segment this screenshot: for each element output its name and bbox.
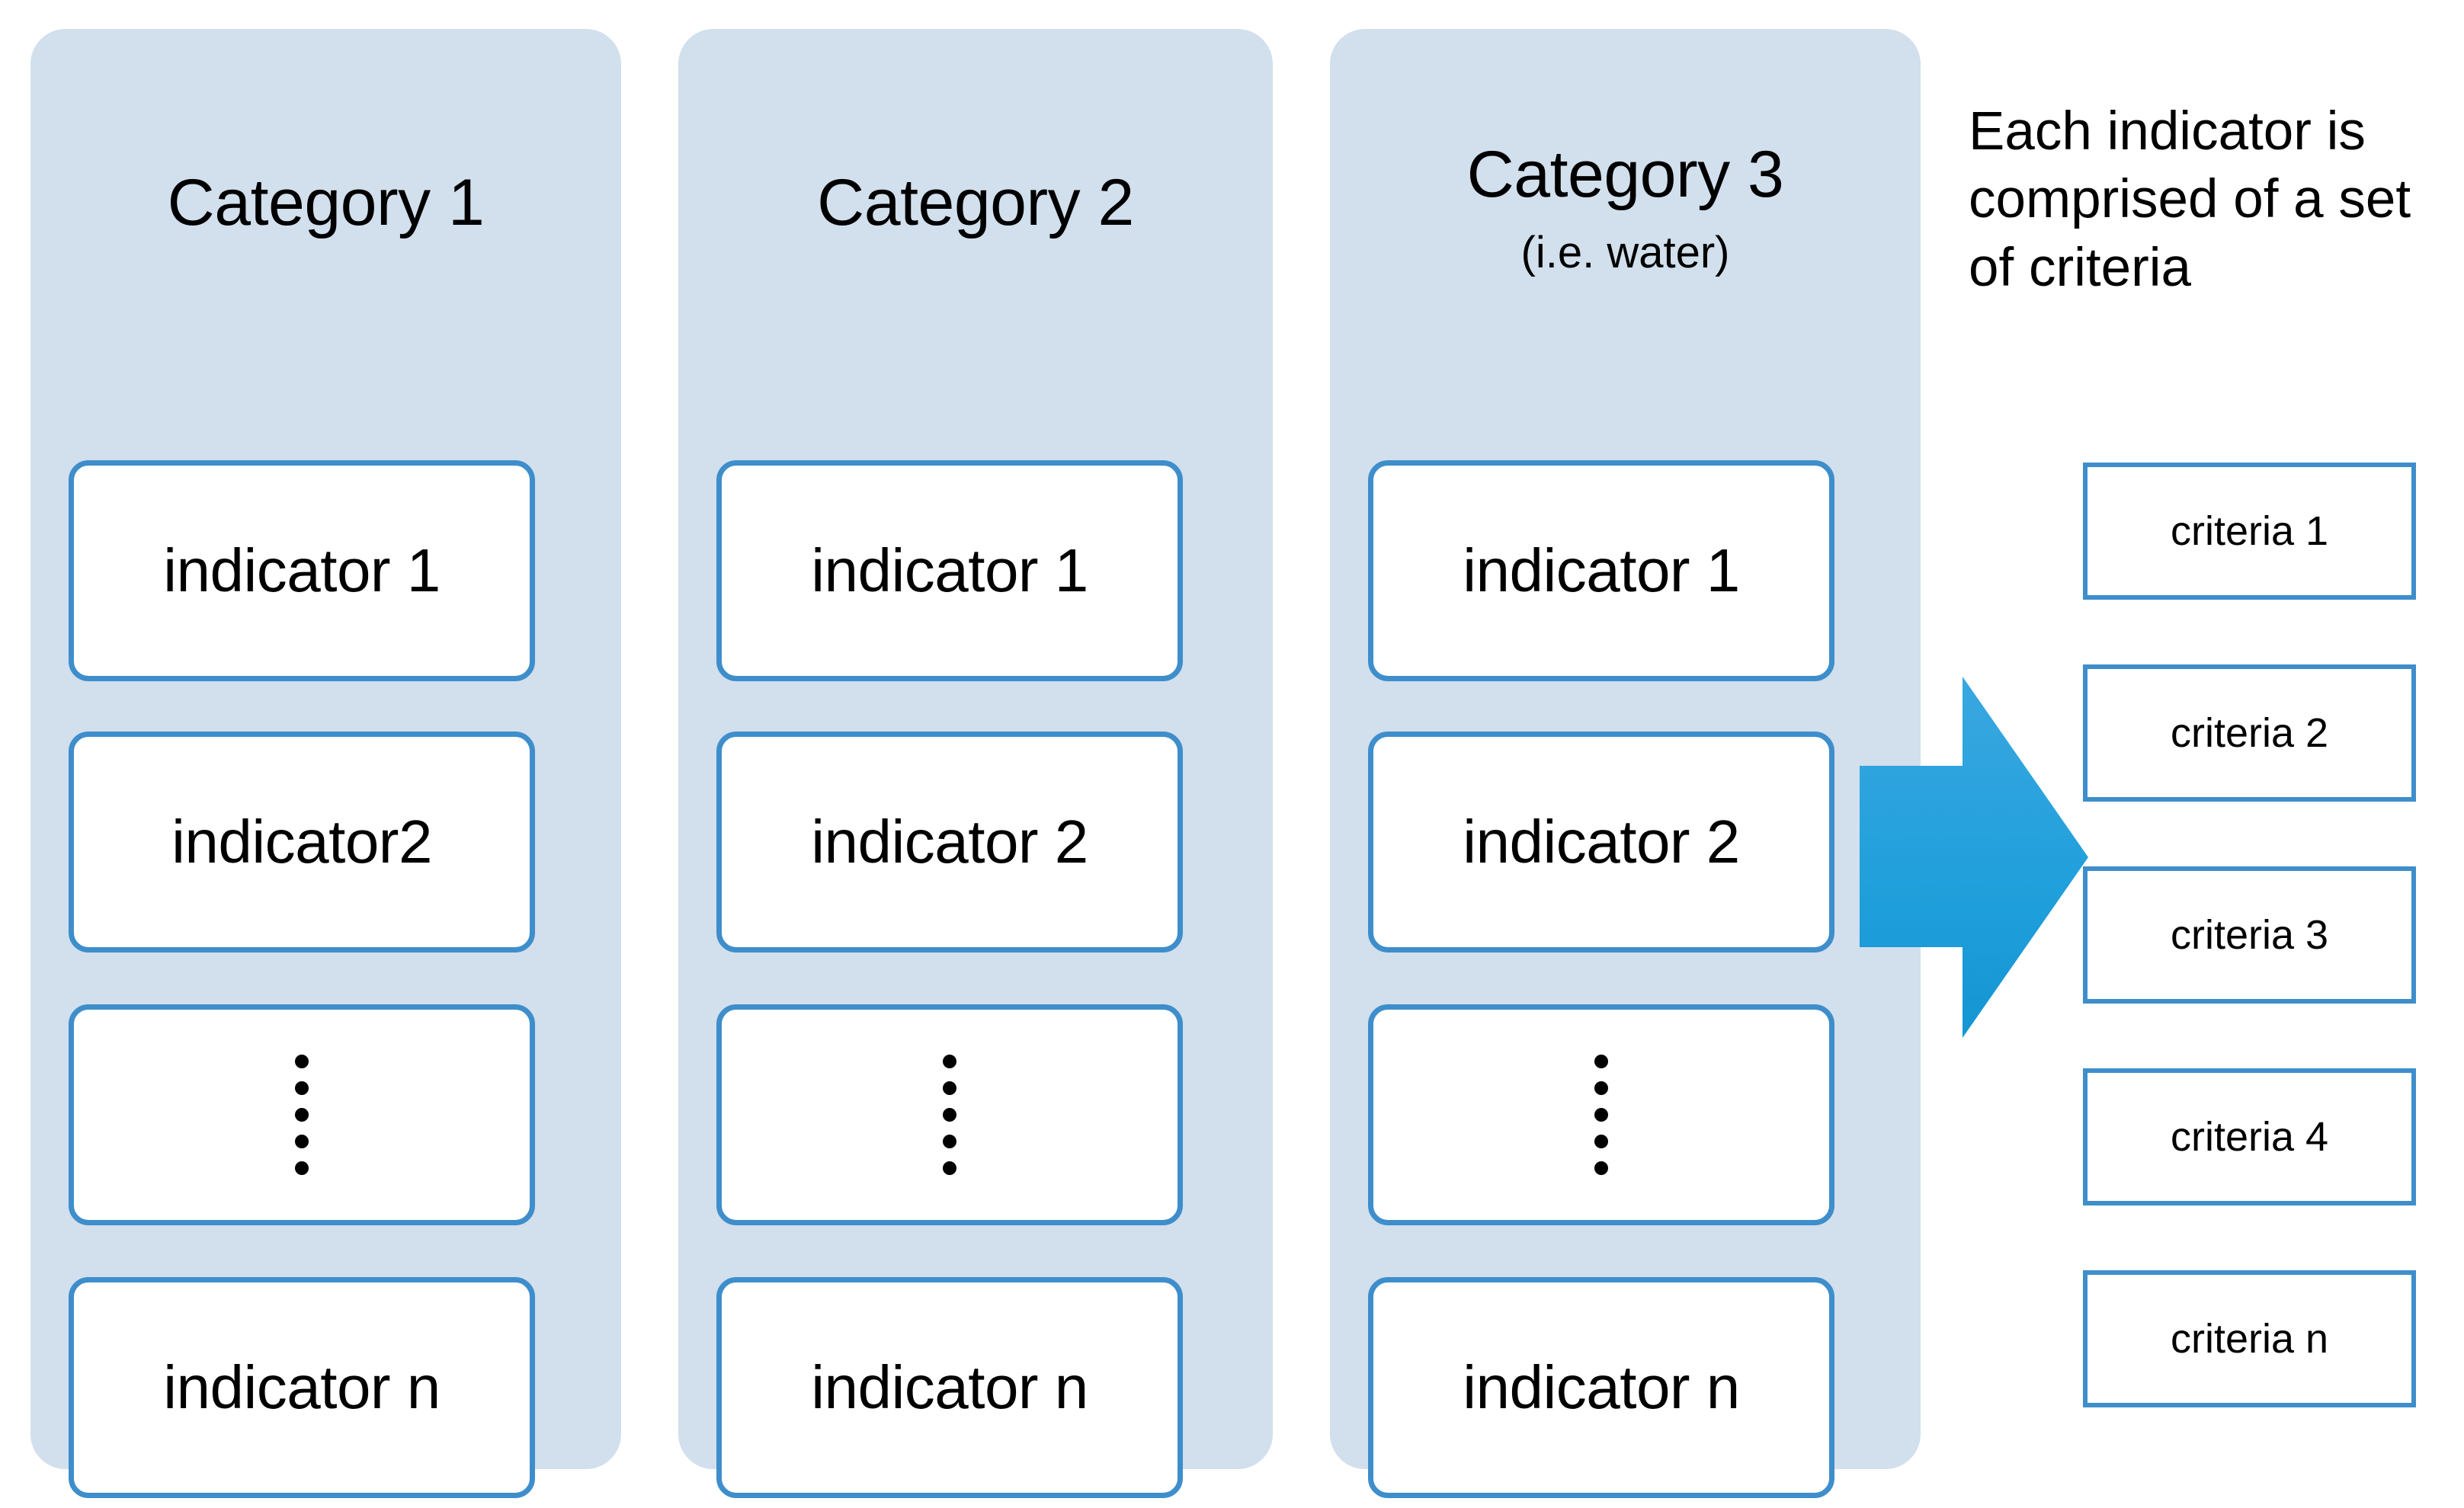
indicator-label-3-2: indicator 2 — [1463, 808, 1740, 876]
category-title-3: Category 3 — [1466, 138, 1784, 211]
category-panel-1: Category 1 indicator 1 indicator2 indica… — [30, 29, 621, 1498]
indicator-box-3-ellipsis — [1368, 1004, 1834, 1225]
indicator-box-3-1: indicator 1 — [1368, 460, 1834, 681]
criteria-box-3: criteria 3 — [2083, 866, 2416, 1004]
indicator-box-2-2: indicator 2 — [716, 732, 1183, 953]
category-panel-2: Category 2 indicator 1 indicator 2 indic… — [678, 29, 1273, 1498]
criteria-explanation-note: Each indicator is comprised of a set of … — [1969, 101, 2411, 298]
vertical-ellipsis-icon — [1594, 1055, 1608, 1175]
indicator-label-1-2: indicator2 — [171, 808, 432, 876]
right-block-arrow-icon — [1860, 677, 2088, 1038]
criteria-label-1: criteria 1 — [2170, 508, 2329, 554]
criteria-label-n: criteria n — [2170, 1316, 2329, 1362]
vertical-ellipsis-icon — [295, 1055, 309, 1175]
indicator-label-3-n: indicator n — [1463, 1353, 1740, 1421]
indicator-label-1-1: indicator 1 — [163, 536, 441, 604]
criteria-label-3: criteria 3 — [2170, 912, 2329, 958]
category-title-2: Category 2 — [817, 166, 1134, 239]
criteria-box-4: criteria 4 — [2083, 1068, 2416, 1205]
indicator-box-2-1: indicator 1 — [716, 460, 1183, 681]
category-panel-3: Category 3 (i.e. water) indicator 1 indi… — [1330, 29, 1921, 1498]
indicator-label-2-2: indicator 2 — [811, 808, 1088, 876]
indicator-box-1-ellipsis — [69, 1004, 535, 1225]
indicator-box-1-2: indicator2 — [69, 732, 535, 953]
indicator-box-1-n: indicator n — [69, 1277, 535, 1498]
category-title-1: Category 1 — [167, 166, 485, 239]
indicator-label-1-n: indicator n — [163, 1353, 441, 1421]
indicator-box-3-n: indicator n — [1368, 1277, 1834, 1498]
indicator-label-2-1: indicator 1 — [811, 536, 1088, 604]
criteria-box-n: criteria n — [2083, 1270, 2416, 1407]
category-subtitle-3: (i.e. water) — [1520, 228, 1730, 277]
vertical-ellipsis-icon — [943, 1055, 956, 1175]
indicator-box-3-2: indicator 2 — [1368, 732, 1834, 953]
criteria-box-1: criteria 1 — [2083, 463, 2416, 600]
criteria-label-2: criteria 2 — [2170, 710, 2329, 756]
criteria-label-4: criteria 4 — [2170, 1114, 2329, 1160]
indicator-label-2-n: indicator n — [811, 1353, 1088, 1421]
indicator-label-3-1: indicator 1 — [1463, 536, 1740, 604]
indicator-box-1-1: indicator 1 — [69, 460, 535, 681]
indicator-box-2-ellipsis — [716, 1004, 1183, 1225]
indicator-box-2-n: indicator n — [716, 1277, 1183, 1498]
criteria-box-2: criteria 2 — [2083, 664, 2416, 802]
